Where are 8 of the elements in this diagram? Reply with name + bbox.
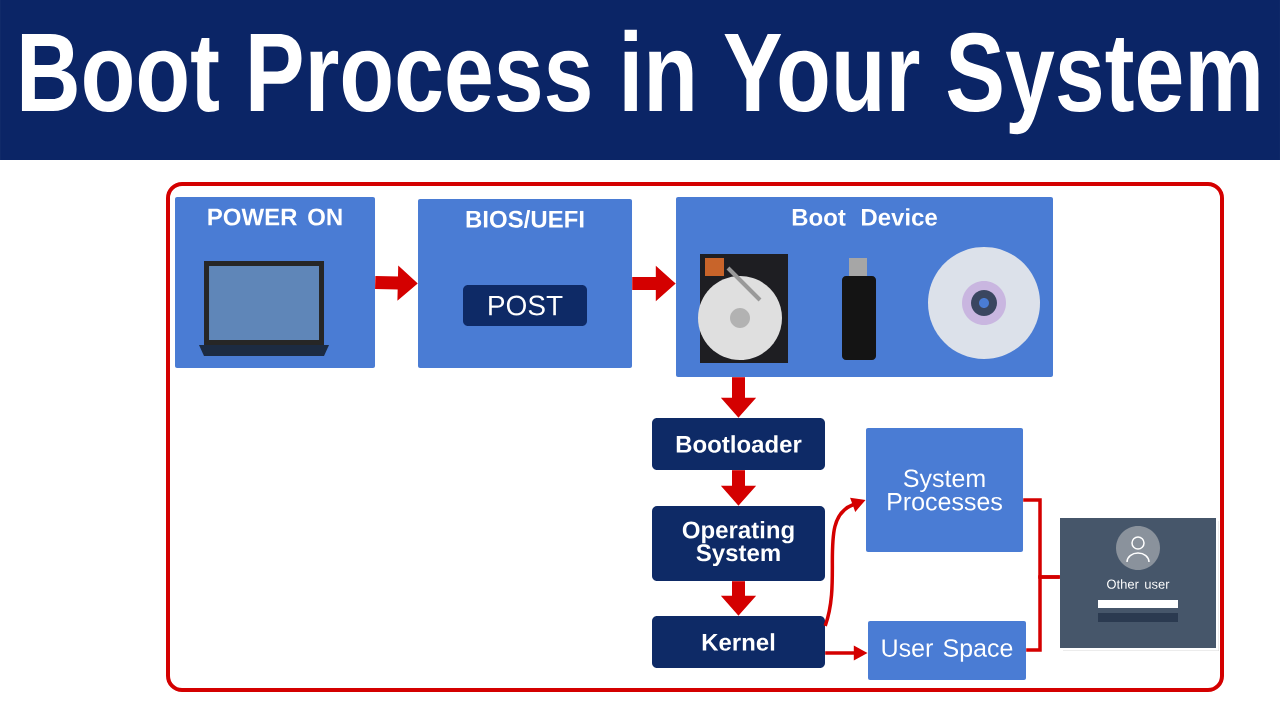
login-screen-picture: Other user [1057, 515, 1219, 651]
process-box: User Space [868, 621, 1026, 680]
step-box: Bootloader [652, 418, 825, 470]
process-box: System Processes [866, 428, 1023, 552]
step-box: Operating System [652, 506, 825, 581]
step-box: Kernel [652, 616, 825, 668]
step-box: POST [463, 285, 587, 326]
title-banner: Boot Process in Your System [0, 0, 1280, 160]
